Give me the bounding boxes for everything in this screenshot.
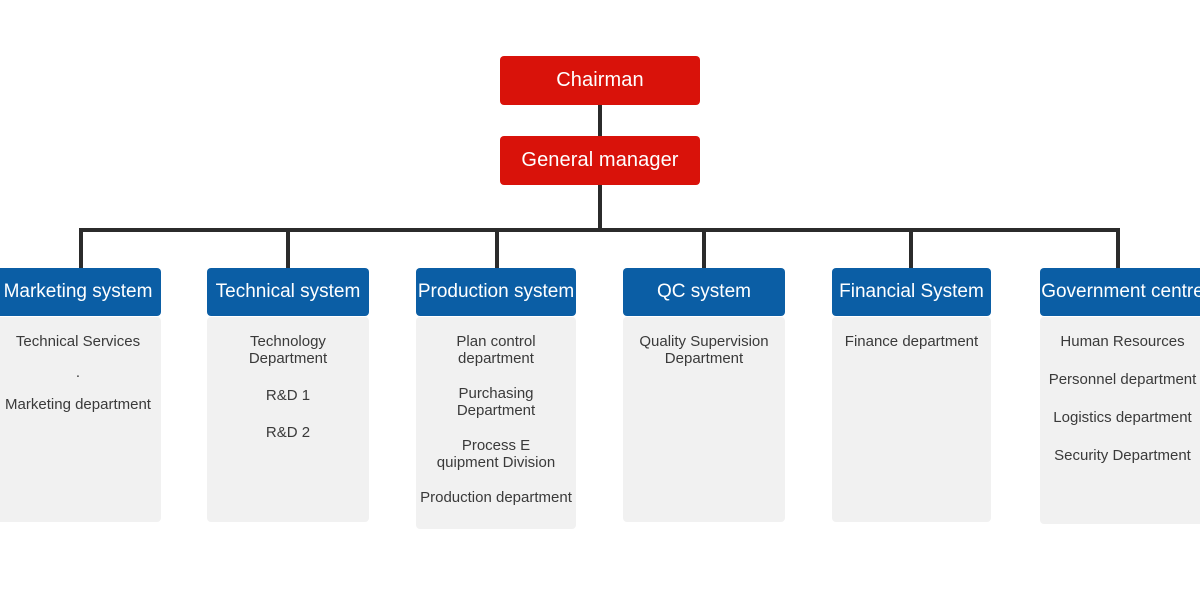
division-header-label: Government centre [1041, 281, 1200, 302]
connector-general-manager-to-bus [598, 185, 602, 232]
division-header-label: Technical system [215, 281, 361, 302]
division-header-government-centre[interactable]: Government centre [1040, 268, 1200, 316]
division-production-system[interactable]: Production system Plan control departmen… [416, 268, 576, 529]
department-item[interactable]: Finance department [844, 333, 979, 350]
division-header-production-system[interactable]: Production system [416, 268, 576, 316]
department-item[interactable]: Technical Services [15, 333, 141, 350]
connector-chairman-to-general-manager [598, 105, 602, 136]
connector-drop-marketing [79, 228, 83, 268]
node-general-manager-label: General manager [521, 149, 679, 171]
division-financial-system[interactable]: Financial System Finance department [832, 268, 991, 522]
division-header-marketing-system[interactable]: Marketing system [0, 268, 161, 316]
department-item[interactable]: Process E quipment Division [436, 437, 556, 471]
connector-horizontal-bus [79, 228, 1120, 232]
department-item[interactable]: Personnel department [1048, 371, 1197, 388]
connector-drop-government [1116, 228, 1120, 268]
department-item[interactable]: Production department [420, 489, 572, 506]
division-body-government-centre: Human Resources Personnel department Log… [1040, 317, 1200, 524]
department-item[interactable]: R&D 2 [265, 424, 311, 441]
department-item[interactable]: Marketing department [5, 396, 151, 413]
division-body-technical-system: Technology Department R&D 1 R&D 2 [207, 317, 369, 522]
node-general-manager[interactable]: General manager [500, 136, 700, 185]
connector-drop-technical [286, 228, 290, 268]
department-item: . [75, 364, 81, 381]
division-header-label: QC system [657, 281, 751, 302]
department-item[interactable]: Plan control department [456, 333, 536, 367]
division-header-financial-system[interactable]: Financial System [832, 268, 991, 316]
department-item[interactable]: R&D 1 [265, 387, 311, 404]
division-body-qc-system: Quality Supervision Department [623, 317, 785, 522]
division-body-financial-system: Finance department [832, 317, 991, 522]
division-header-label: Financial System [839, 281, 984, 302]
connector-drop-production [495, 228, 499, 268]
division-body-production-system: Plan control department Purchasing Depar… [416, 317, 576, 529]
division-header-qc-system[interactable]: QC system [623, 268, 785, 316]
division-government-centre[interactable]: Government centre Human Resources Person… [1040, 268, 1200, 524]
node-chairman[interactable]: Chairman [500, 56, 700, 105]
division-header-technical-system[interactable]: Technical system [207, 268, 369, 316]
division-body-marketing-system: Technical Services . Marketing departmen… [0, 317, 161, 522]
division-header-label: Production system [417, 281, 575, 302]
division-qc-system[interactable]: QC system Quality Supervision Department [623, 268, 785, 522]
node-chairman-label: Chairman [556, 69, 644, 91]
department-item[interactable]: Purchasing Department [456, 385, 536, 419]
connector-drop-financial [909, 228, 913, 268]
department-item[interactable]: Human Resources [1060, 333, 1185, 350]
connector-drop-qc [702, 228, 706, 268]
department-item[interactable]: Logistics department [1053, 409, 1192, 426]
department-item[interactable]: Technology Department [248, 333, 328, 367]
department-item[interactable]: Quality Supervision Department [639, 333, 769, 367]
division-marketing-system[interactable]: Marketing system Technical Services . Ma… [0, 268, 161, 522]
department-item[interactable]: Security Department [1054, 447, 1191, 464]
division-header-label: Marketing system [3, 281, 153, 302]
division-technical-system[interactable]: Technical system Technology Department R… [207, 268, 369, 522]
